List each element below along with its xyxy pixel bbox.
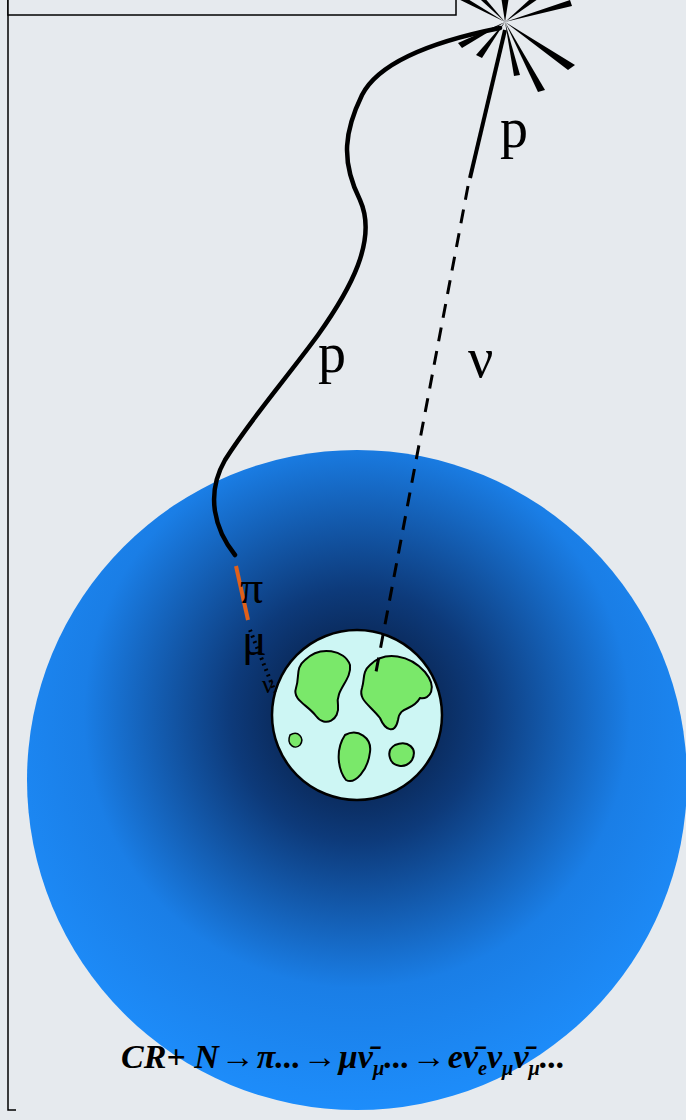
pion-label: π [240, 565, 263, 611]
muon-label: μ [242, 617, 267, 663]
subscript: μ [373, 1057, 384, 1079]
neutrino-label: ν [468, 330, 493, 386]
earth [272, 630, 442, 800]
formula-term: ν [487, 1038, 502, 1075]
subscript: μ [502, 1057, 513, 1079]
formula-term: π... [257, 1038, 301, 1075]
starburst [440, 0, 575, 92]
reaction-formula: CR+ N→π...→μν̄μ...→eν̄eνμν̄μ... [121, 1040, 565, 1079]
formula-term: μ [339, 1038, 358, 1075]
formula-term: ν̄ [358, 1038, 373, 1075]
proton-track [214, 28, 500, 555]
proton-line [470, 30, 505, 178]
neutrino-label: ν [262, 672, 274, 698]
reaction-arrow: → [303, 1038, 337, 1075]
proton-label: p [500, 100, 528, 156]
formula-term: ν̄ [463, 1038, 478, 1075]
subscript: e [478, 1057, 487, 1079]
neutrino-line [376, 186, 468, 672]
formula-term: ... [540, 1038, 566, 1075]
formula-term: CR+ N [121, 1038, 219, 1075]
reaction-arrow: → [412, 1038, 446, 1075]
proton-label: p [318, 325, 346, 381]
formula-term: ... [384, 1038, 410, 1075]
formula-term: ν̄ [513, 1038, 528, 1075]
reaction-arrow: → [221, 1038, 255, 1075]
atmosphere [27, 450, 686, 1110]
formula-term: e [448, 1038, 463, 1075]
subscript: μ [529, 1057, 540, 1079]
